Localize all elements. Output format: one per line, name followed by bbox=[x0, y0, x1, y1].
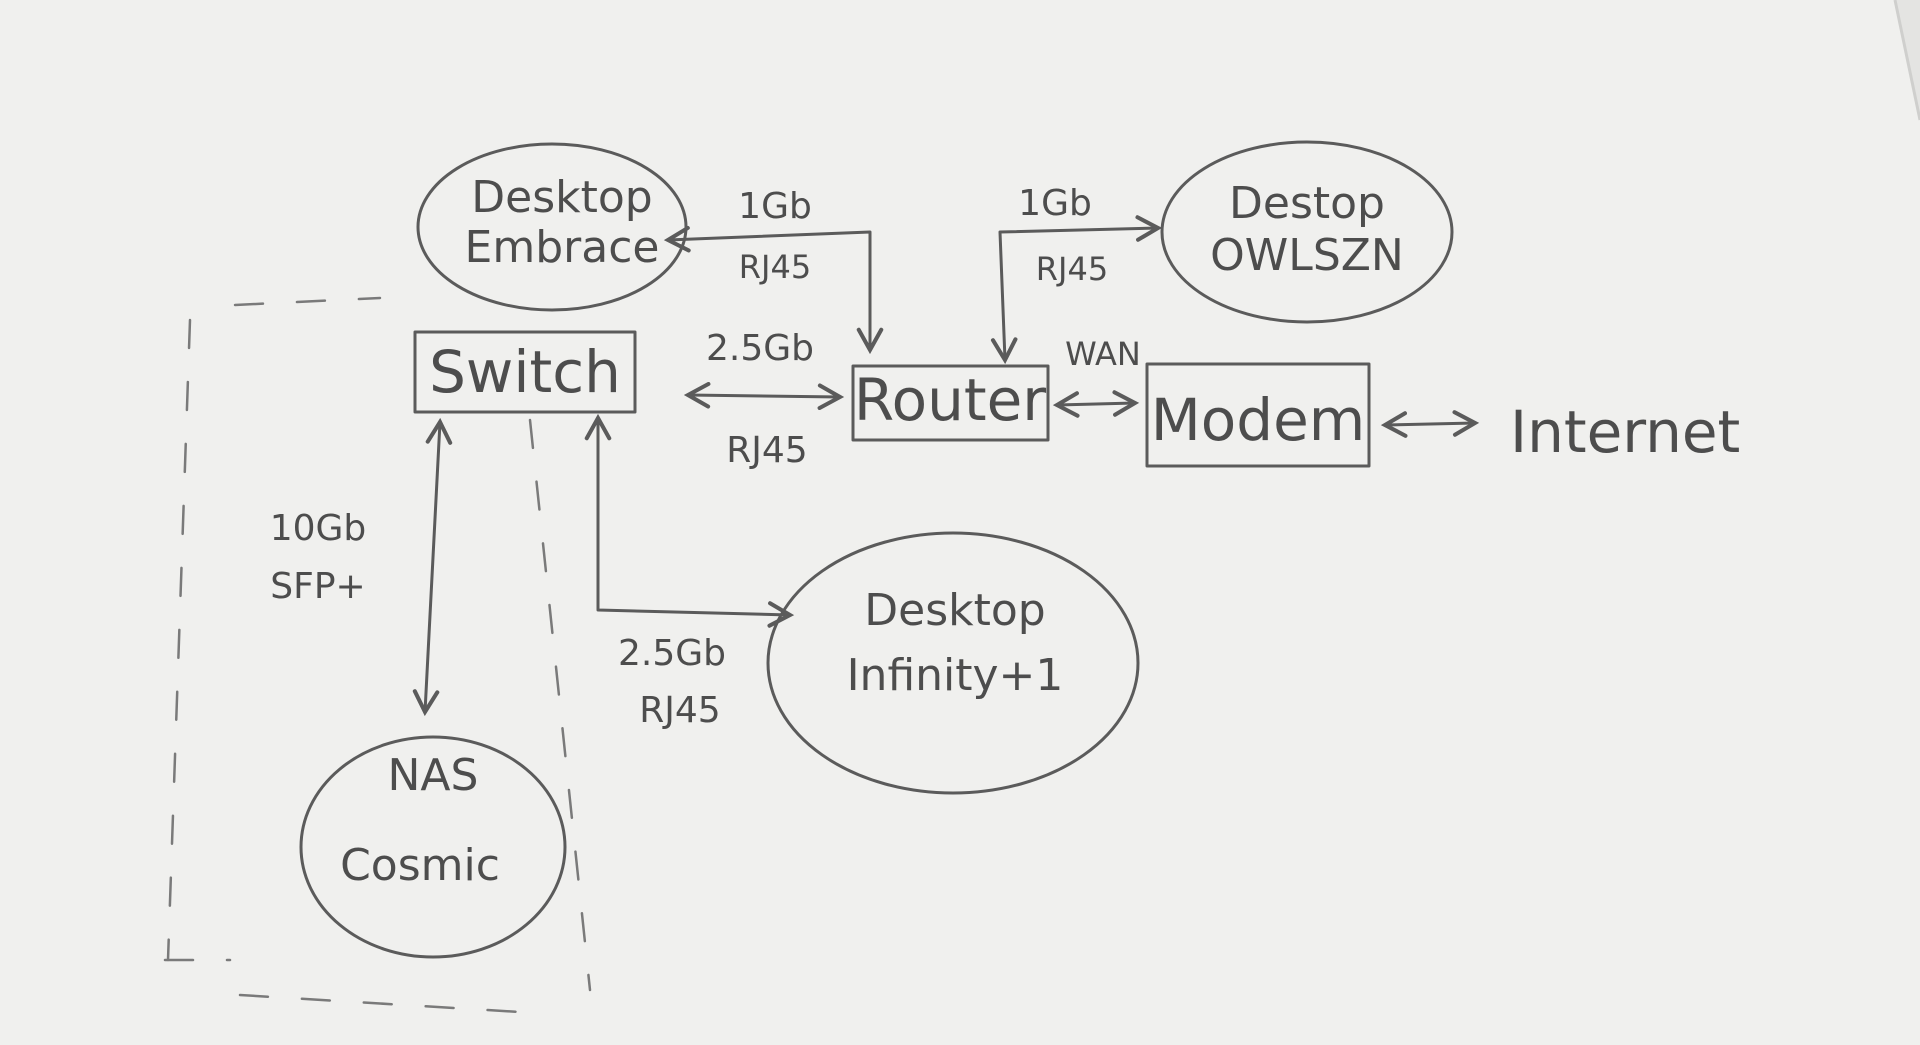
nas-cosmic-line1: NAS bbox=[388, 750, 479, 801]
node-router: Router bbox=[851, 364, 1050, 442]
link-switch-nas: 10Gb SFP+ bbox=[270, 417, 453, 717]
dashed-enclosure bbox=[163, 296, 592, 1014]
desktop-infinity-outline bbox=[766, 531, 1140, 795]
link-switch-router-line bbox=[683, 381, 845, 411]
modem-label: Modem bbox=[1151, 386, 1366, 454]
link-router-owlszn: 1Gb RJ45 bbox=[990, 183, 1163, 365]
link-modem-internet bbox=[1380, 410, 1480, 438]
link-switch-infinity-medium: RJ45 bbox=[639, 690, 720, 731]
switch-label: Switch bbox=[429, 338, 621, 406]
link-switch-nas-line bbox=[412, 417, 453, 717]
desktop-embrace-line1: Desktop bbox=[471, 172, 652, 223]
switch-box bbox=[413, 330, 637, 414]
link-switch-nas-medium: SFP+ bbox=[270, 566, 365, 607]
internet-label: Internet bbox=[1510, 398, 1740, 466]
desktop-embrace-line2: Embrace bbox=[465, 222, 660, 273]
link-router-owlszn-medium: RJ45 bbox=[1036, 250, 1108, 288]
link-router-embrace-speed: 1Gb bbox=[738, 186, 812, 227]
link-router-modem-label: WAN bbox=[1065, 335, 1141, 373]
router-box bbox=[851, 364, 1050, 442]
link-switch-router-medium: RJ45 bbox=[726, 430, 807, 471]
link-modem-internet-line bbox=[1380, 410, 1480, 438]
link-router-embrace-line bbox=[663, 225, 884, 355]
link-switch-infinity: 2.5Gb RJ45 bbox=[584, 413, 795, 731]
link-router-owlszn-speed: 1Gb bbox=[1018, 183, 1092, 224]
nas-cosmic-outline bbox=[299, 735, 567, 959]
link-router-owlszn-line bbox=[990, 215, 1163, 365]
modem-box bbox=[1145, 362, 1371, 468]
router-label: Router bbox=[854, 366, 1046, 434]
nas-cosmic-line2: Cosmic bbox=[340, 840, 500, 891]
desktop-owlszn-line2: OWLSZN bbox=[1210, 230, 1404, 281]
desktop-owlszn-line1: Destop bbox=[1229, 178, 1385, 229]
link-switch-router-speed: 2.5Gb bbox=[706, 328, 814, 369]
link-switch-nas-speed: 10Gb bbox=[270, 508, 367, 549]
node-modem: Modem bbox=[1145, 362, 1371, 468]
link-router-embrace: 1Gb RJ45 bbox=[663, 186, 884, 355]
desktop-infinity-line1: Desktop bbox=[864, 585, 1045, 636]
node-desktop-owlszn: Destop OWLSZN bbox=[1160, 140, 1454, 324]
link-router-modem-line bbox=[1052, 390, 1140, 418]
desktop-infinity-line2: Infinity+1 bbox=[847, 650, 1064, 701]
link-switch-infinity-speed: 2.5Gb bbox=[618, 633, 726, 674]
link-router-embrace-medium: RJ45 bbox=[739, 248, 811, 286]
node-desktop-infinity: Desktop Infinity+1 bbox=[766, 531, 1140, 795]
link-switch-infinity-line bbox=[584, 413, 795, 628]
node-desktop-embrace: Desktop Embrace bbox=[416, 142, 688, 312]
node-switch: Switch bbox=[413, 330, 637, 414]
link-router-modem: WAN bbox=[1052, 335, 1141, 418]
paper-edge bbox=[1893, 0, 1920, 121]
node-nas-cosmic: NAS Cosmic bbox=[299, 735, 567, 959]
